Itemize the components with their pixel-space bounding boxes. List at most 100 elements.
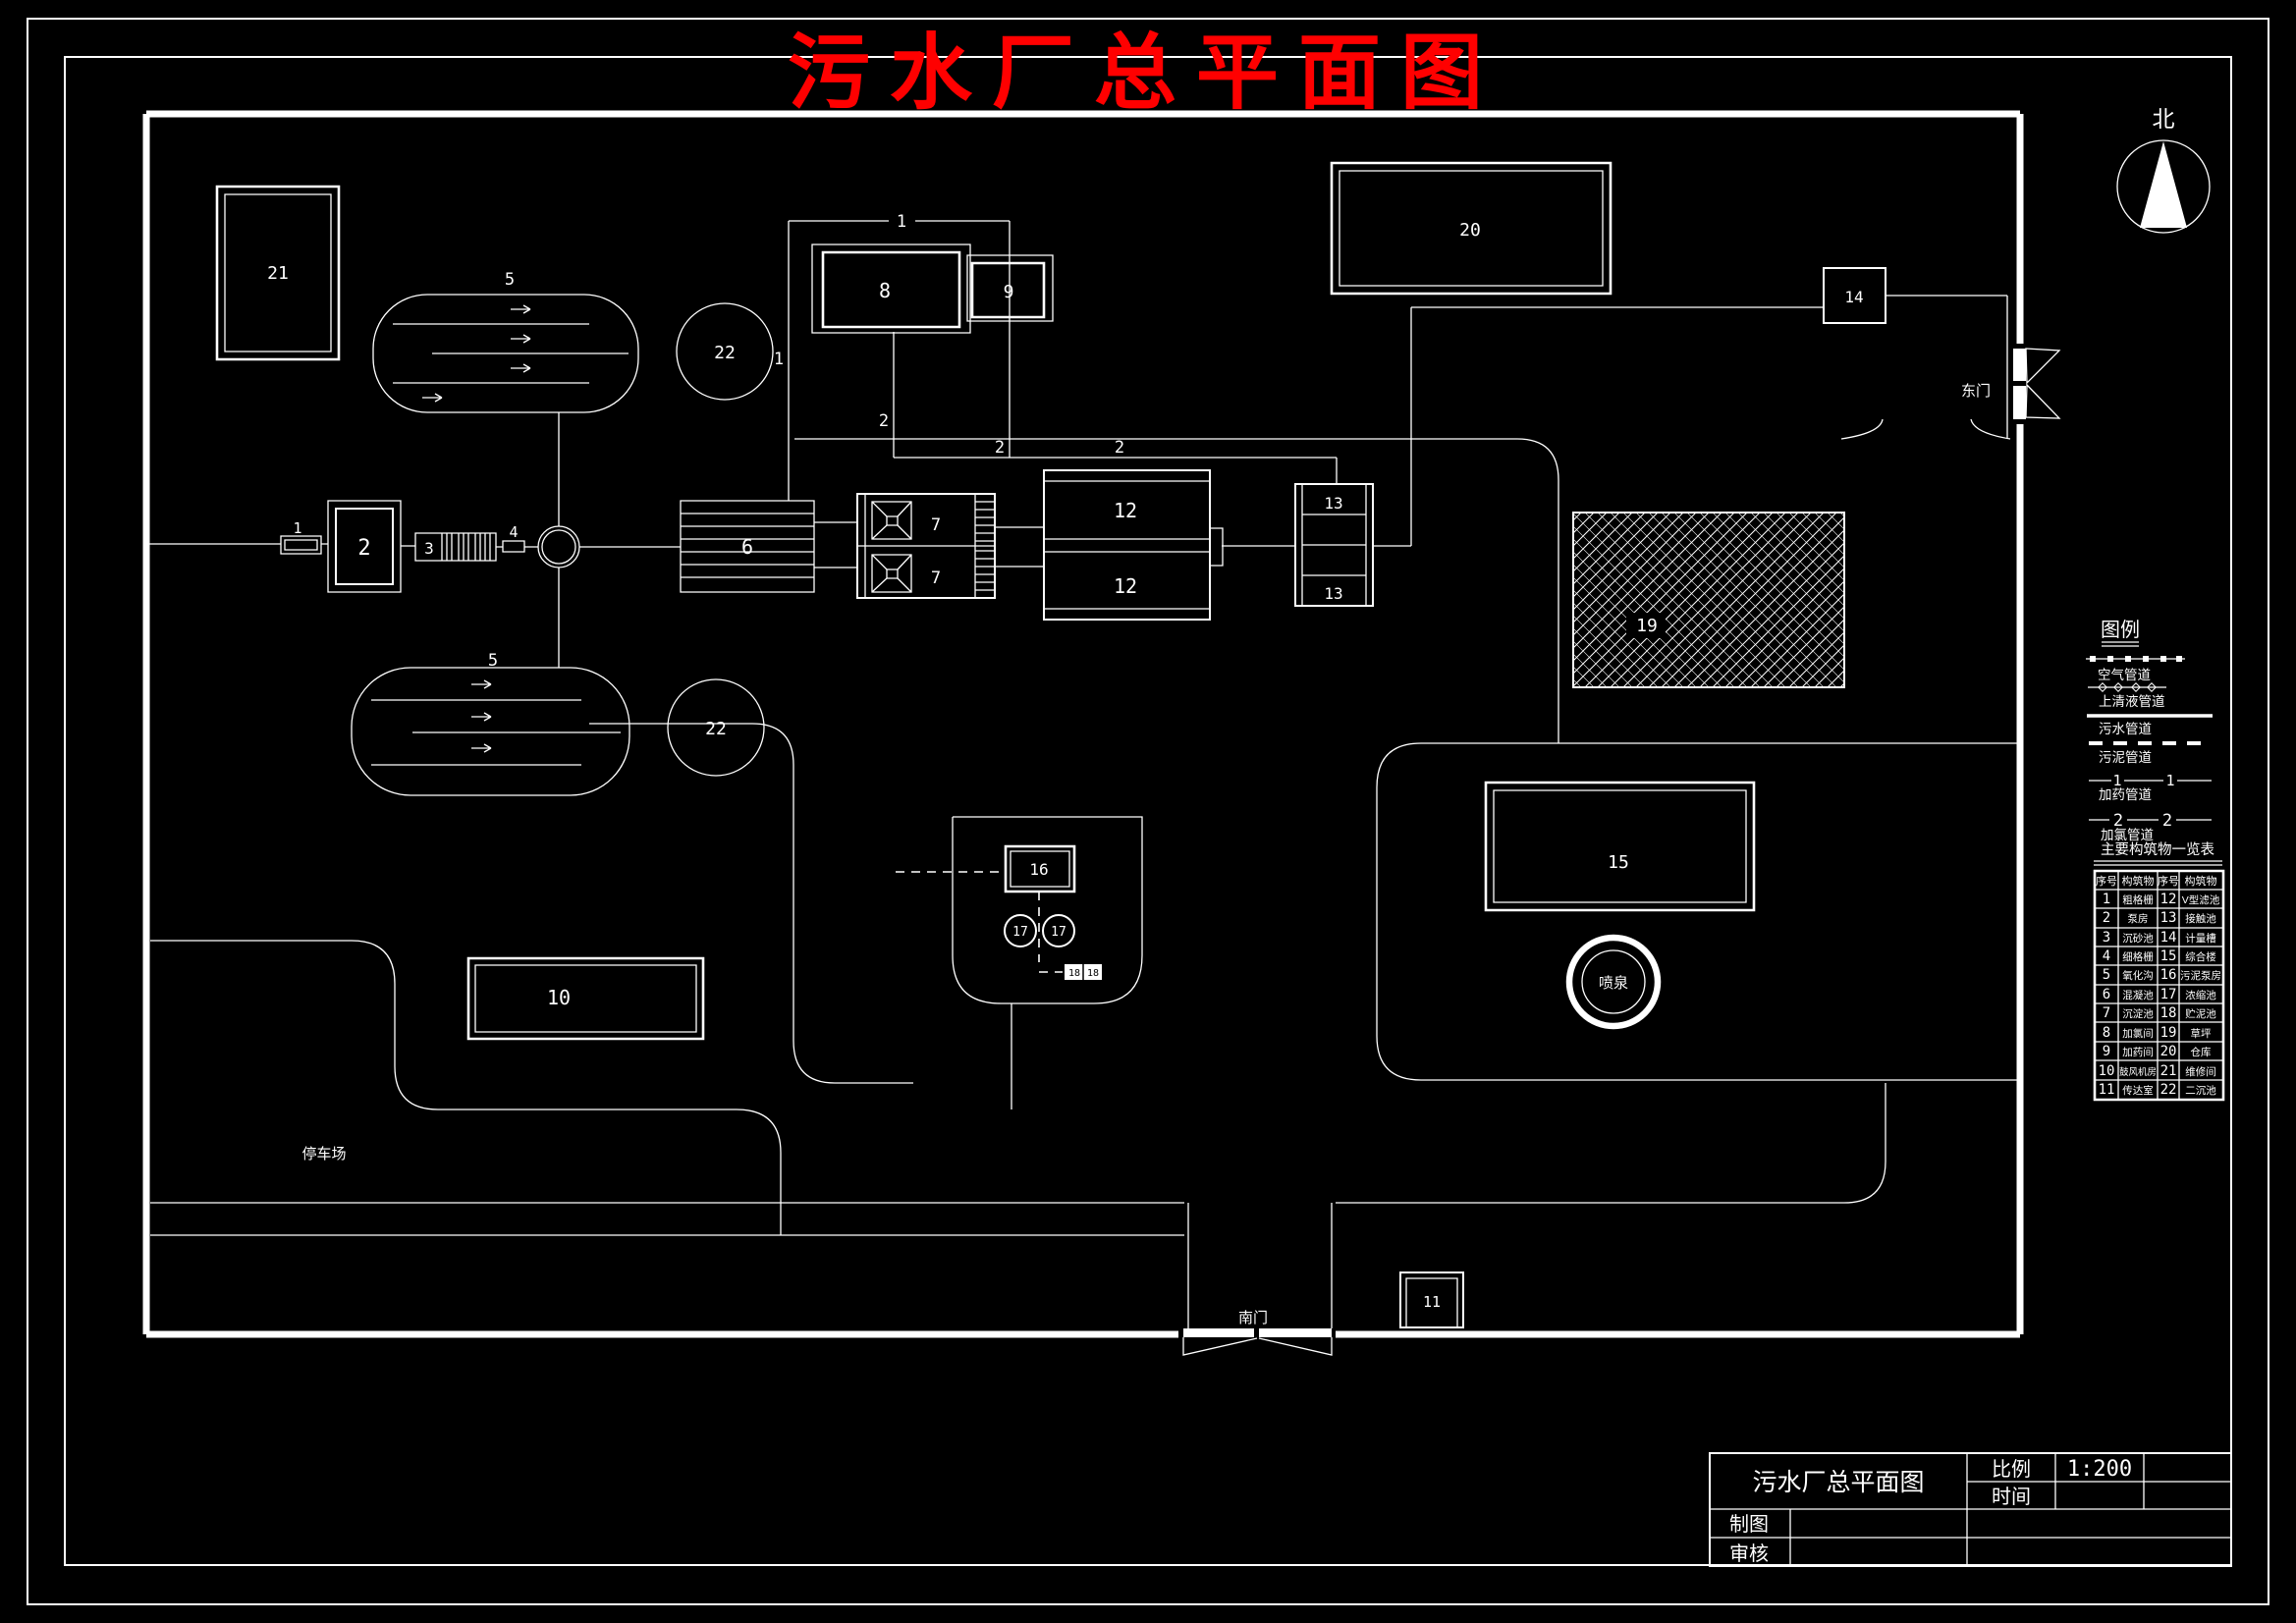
legend-supernatant-pipe-label: 上清液管道 <box>2099 694 2165 709</box>
structure-oxidation-ditch-south: 5 <box>352 651 629 795</box>
marker-19: 19 <box>1636 616 1658 636</box>
svg-text:细格栅: 细格栅 <box>2122 950 2154 963</box>
structure-sludge-pump-house: 16 <box>1006 846 1074 892</box>
svg-text:氧化沟: 氧化沟 <box>2122 969 2154 982</box>
svg-text:8: 8 <box>2103 1025 2110 1041</box>
svg-text:21: 21 <box>2160 1063 2177 1079</box>
svg-text:加药间: 加药间 <box>2122 1046 2154 1058</box>
structure-fine-screen: 4 <box>503 523 524 552</box>
title-block: 污水厂总平面图 比例 时间 1:200 制图 审核 <box>1710 1453 2231 1566</box>
svg-text:10: 10 <box>2099 1063 2115 1079</box>
svg-text:6: 6 <box>2103 987 2110 1002</box>
svg-text:12: 12 <box>2160 892 2177 907</box>
svg-text:13: 13 <box>2160 910 2177 926</box>
legend-sewage-pipe: 污水管道 <box>2087 716 2213 736</box>
parking-label: 停车场 <box>301 1146 346 1163</box>
legend-dosing-pipe-label: 加药管道 <box>2099 787 2152 802</box>
marker-15: 15 <box>1608 852 1629 873</box>
svg-text:贮泥池: 贮泥池 <box>2185 1007 2216 1020</box>
legend-chlorine-pipe: 2 2 加氯管道 <box>2089 811 2212 842</box>
table-header: 序号 <box>2096 874 2117 888</box>
legend: 图例 空气管道 上清液管道 污水管道 污泥管道 1 1 <box>2086 619 2213 842</box>
marker-7: 7 <box>931 568 941 588</box>
svg-text:20: 20 <box>2160 1044 2177 1059</box>
marker-13: 13 <box>1324 584 1342 603</box>
structure-measuring-flume: 14 <box>1824 268 1886 323</box>
titleblock-scale-label: 比例 <box>1992 1458 2031 1481</box>
svg-text:浓缩池: 浓缩池 <box>2185 989 2216 1001</box>
chlorine-pipe-label: 2 <box>1115 438 1124 458</box>
svg-text:3: 3 <box>2103 930 2110 946</box>
distribution-well <box>538 526 579 568</box>
marker-11: 11 <box>1423 1293 1441 1311</box>
table-header: 构筑物 <box>2122 874 2155 888</box>
fountain: 喷泉 <box>1569 938 1658 1026</box>
structure-grit-chamber: 3 <box>415 533 496 561</box>
legend-chlorine-pipe-label: 加氯管道 <box>2101 828 2154 842</box>
internal-roads <box>150 419 2020 1328</box>
svg-text:鼓风机房: 鼓风机房 <box>2119 1066 2157 1078</box>
dosing-pipe-label: 1 <box>774 350 784 369</box>
marker-22: 22 <box>714 343 736 363</box>
legend-dosing-num: 1 <box>2112 772 2121 789</box>
titleblock-scale-value: 1:200 <box>2067 1457 2132 1482</box>
north-arrow-triangle <box>2140 141 2187 228</box>
marker-1: 1 <box>293 519 301 537</box>
marker-8: 8 <box>879 279 891 302</box>
svg-text:4: 4 <box>2103 948 2110 964</box>
table-header: 构筑物 <box>2185 874 2217 888</box>
svg-text:14: 14 <box>2160 930 2177 946</box>
structure-sedimentation-tanks: 7 7 <box>857 494 995 598</box>
titleblock-drafter-label: 制图 <box>1729 1513 1769 1536</box>
structures-table-title: 主要构筑物一览表 <box>2101 841 2214 858</box>
structure-v-filter: 12 12 <box>1044 470 1223 620</box>
svg-text:二沉池: 二沉池 <box>2185 1084 2216 1097</box>
north-label: 北 <box>2153 106 2175 132</box>
sheet-borders <box>27 19 2269 1604</box>
marker-3: 3 <box>424 539 434 558</box>
legend-chlorine-num: 2 <box>2113 811 2123 831</box>
titleblock-drawing-name: 污水厂总平面图 <box>1752 1469 1924 1496</box>
structure-oxidation-ditch-north: 5 <box>373 270 638 412</box>
south-gate: 南门 <box>1183 1310 1332 1355</box>
structure-thickeners: 17 17 <box>1005 915 1074 947</box>
svg-text:22: 22 <box>2160 1082 2177 1098</box>
chlorine-pipe-label: 2 <box>995 438 1005 458</box>
marker-10: 10 <box>547 986 571 1009</box>
east-gate-label: 东门 <box>1961 383 1991 400</box>
svg-text:仓库: 仓库 <box>2191 1046 2212 1058</box>
structure-maintenance-room: 21 <box>217 187 339 359</box>
structure-gate-house: 11 <box>1400 1272 1463 1327</box>
legend-dosing-num: 1 <box>2165 772 2174 789</box>
marker-5: 5 <box>488 651 498 671</box>
marker-17: 17 <box>1051 925 1066 940</box>
svg-text:计量槽: 计量槽 <box>2185 932 2216 945</box>
legend-chlorine-num: 2 <box>2162 811 2172 831</box>
structure-blower-house: 10 <box>468 958 703 1039</box>
svg-text:15: 15 <box>2160 948 2177 964</box>
east-gate: 东门 <box>1961 349 2059 419</box>
svg-text:沉砂池: 沉砂池 <box>2122 932 2154 945</box>
svg-text:粗格栅: 粗格栅 <box>2122 893 2154 906</box>
svg-text:5: 5 <box>2103 967 2110 983</box>
svg-text:V型滤池: V型滤池 <box>2182 893 2220 906</box>
marker-12: 12 <box>1114 574 1137 598</box>
plant-boundary-wall <box>146 114 2020 1334</box>
svg-text:18: 18 <box>2160 1005 2177 1021</box>
svg-text:17: 17 <box>2160 987 2177 1002</box>
svg-text:维修间: 维修间 <box>2185 1065 2216 1078</box>
legend-air-pipe: 空气管道 <box>2086 656 2185 682</box>
marker-12: 12 <box>1114 499 1137 522</box>
chemical-pipes: 1 1 2 2 2 <box>774 212 1337 501</box>
marker-7: 7 <box>931 515 941 535</box>
svg-text:1: 1 <box>2103 892 2110 907</box>
north-arrow: 北 <box>2117 106 2210 233</box>
svg-text:加氯间: 加氯间 <box>2122 1027 2154 1040</box>
sludge-pipes <box>896 872 1063 972</box>
titleblock-time-label: 时间 <box>1992 1486 2031 1508</box>
marker-4: 4 <box>509 523 518 541</box>
marker-18: 18 <box>1087 968 1099 979</box>
fountain-label: 喷泉 <box>1599 975 1628 992</box>
